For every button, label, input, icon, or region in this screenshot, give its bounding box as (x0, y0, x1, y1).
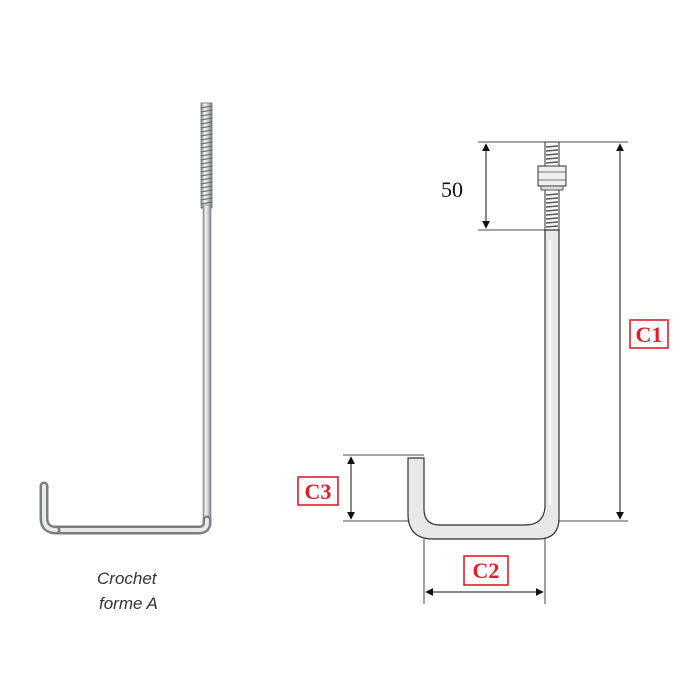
photo-caption-line1: Crochet (97, 569, 158, 588)
thread-groove (200, 177, 213, 181)
dimension-50-value: 50 (441, 177, 463, 202)
drawing-thread-groove (545, 161, 559, 164)
drawing-thread-groove (545, 217, 559, 220)
drawing-thread-groove (545, 213, 559, 216)
thread-groove (200, 193, 213, 197)
label-c2: C2 (473, 558, 500, 583)
drawing-thread-groove (545, 221, 559, 224)
thread-groove (200, 141, 213, 145)
thread-groove (200, 153, 213, 157)
thread-groove (200, 157, 213, 161)
drawing-thread-groove (545, 153, 559, 156)
thread-groove (200, 133, 213, 137)
thread-groove (200, 169, 213, 173)
drawing-thread-groove (545, 145, 559, 148)
thread-groove (200, 201, 213, 205)
label-c1: C1 (636, 322, 663, 347)
drawing-thread-groove (545, 209, 559, 212)
drawing-nut (537, 165, 567, 191)
thread-groove (200, 121, 213, 125)
dimension-c2: C2 (423, 539, 546, 604)
thread-section (200, 102, 213, 209)
thread-groove (200, 197, 213, 201)
thread-groove (200, 181, 213, 185)
thread-groove (200, 149, 213, 153)
drawing-thread-groove (545, 149, 559, 152)
thread-groove (200, 161, 213, 165)
drawing-thread-groove (545, 193, 559, 196)
dimension-c1: C1 (559, 141, 669, 522)
drawing-thread-groove (545, 157, 559, 160)
label-c3-box (297, 476, 339, 506)
thread-groove (200, 165, 213, 169)
thread-groove (200, 109, 213, 113)
photo-caption-line2: forme A (99, 594, 158, 613)
thread-groove (200, 145, 213, 149)
rod-vertical (202, 204, 212, 526)
thread-groove (200, 117, 213, 121)
thread-groove (200, 129, 213, 133)
thread-groove (200, 185, 213, 189)
thread-groove (200, 173, 213, 177)
dimension-c3: C3 (297, 454, 424, 522)
label-c2-box (463, 555, 509, 586)
drawing-thread-groove (545, 225, 559, 228)
hook-bolt-photo: Crochet forme A (39, 102, 213, 613)
dimension-50: 50 (441, 141, 545, 231)
drawing-rod (407, 229, 560, 540)
label-c1-box (629, 319, 669, 349)
label-c3: C3 (305, 479, 332, 504)
hook-bolt-technical-drawing: 50 C1 C3 C2 (297, 141, 669, 604)
thread-groove (200, 125, 213, 129)
thread-groove (200, 189, 213, 193)
drawing-thread-groove (545, 201, 559, 204)
drawing-thread-groove (545, 197, 559, 200)
drawing-thread-groove (545, 205, 559, 208)
thread-groove (200, 113, 213, 117)
thread-groove (200, 105, 213, 109)
thread-groove (200, 137, 213, 141)
